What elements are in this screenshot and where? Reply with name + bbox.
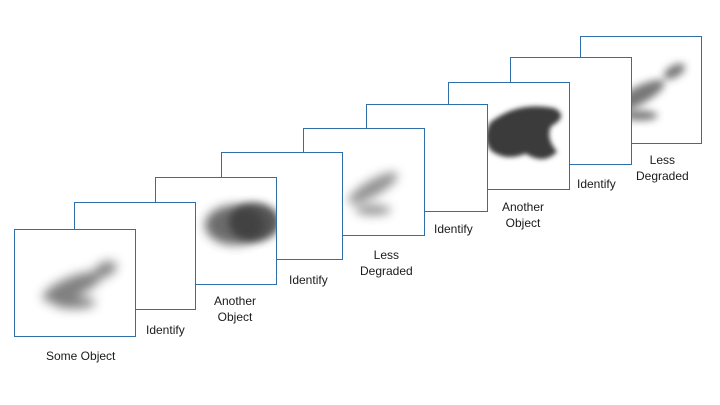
label-another-line-2: Another [502, 200, 545, 214]
round-object-overlay [205, 205, 265, 245]
label-less-line: Less [373, 248, 400, 262]
label-identify-4: Identify [577, 177, 616, 191]
lizard-image-degraded [42, 261, 117, 309]
label-another-object-2: Another Object [502, 199, 544, 231]
label-another-object-1: Another Object [214, 293, 256, 325]
label-object-line: Object [217, 310, 253, 324]
frog-image [485, 106, 562, 160]
label-object-line-2: Object [505, 216, 541, 230]
label-identify-2: Identify [289, 273, 328, 287]
label-some-object: Some Object [46, 349, 116, 363]
frame-01-some-object [14, 229, 136, 337]
label-degraded-line-2: Degraded [636, 169, 689, 183]
lizard-overlay [348, 172, 398, 215]
label-degraded-line: Degraded [360, 264, 413, 278]
label-identify-1: Identify [146, 323, 185, 337]
label-less-line-2: Less [649, 153, 676, 167]
label-less-degraded-1: Less Degraded [360, 247, 413, 279]
label-less-degraded-2: Less Degraded [636, 152, 689, 184]
label-identify-3: Identify [434, 222, 473, 236]
label-another-line: Another [214, 294, 257, 308]
